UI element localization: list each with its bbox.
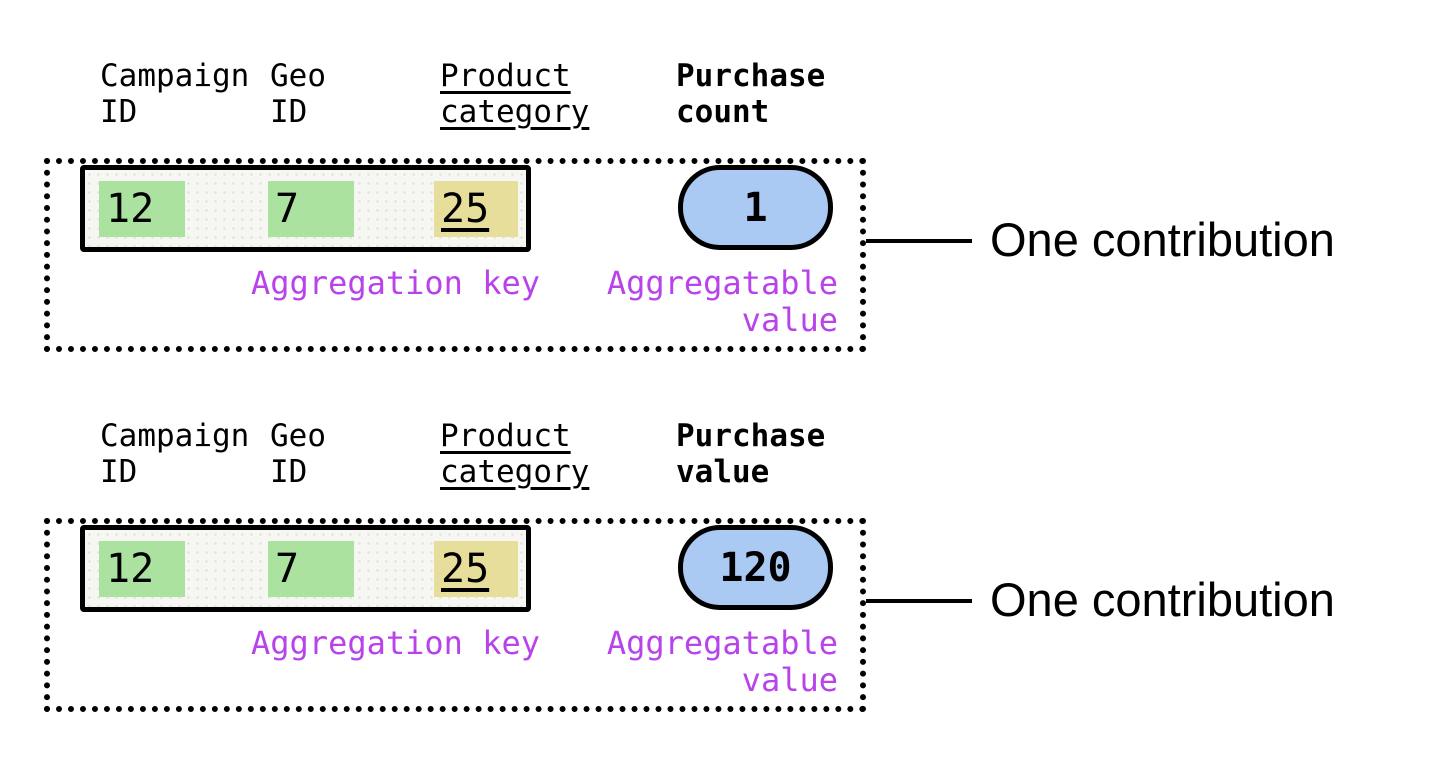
header-line-1: Geo bbox=[270, 58, 326, 94]
campaign-id-cell: 12 bbox=[99, 541, 185, 597]
column-header-geo-id: Geo ID bbox=[270, 418, 326, 490]
header-line-2: ID bbox=[270, 454, 308, 490]
column-header-product-category: Product category bbox=[440, 58, 589, 130]
aggregation-key-label: Aggregation key bbox=[251, 624, 540, 662]
aggregatable-value-pill: 120 bbox=[678, 525, 833, 610]
contribution-boundary bbox=[44, 518, 866, 712]
product-category-value: 25 bbox=[441, 546, 490, 592]
header-line-2: value bbox=[676, 454, 770, 490]
product-category-cell: 25 bbox=[434, 541, 518, 597]
campaign-id-cell: 12 bbox=[99, 181, 185, 237]
header-line-1: Campaign bbox=[100, 58, 250, 94]
record-row: 12 7 25 bbox=[80, 525, 531, 612]
header-line-2: count bbox=[676, 94, 770, 130]
record-row: 12 7 25 bbox=[80, 165, 531, 252]
contribution-boundary bbox=[44, 158, 866, 352]
product-category-value: 25 bbox=[441, 186, 490, 232]
header-line-2: ID bbox=[100, 94, 138, 130]
header-line-1: Geo bbox=[270, 418, 326, 454]
header-line-1: Product bbox=[440, 58, 571, 94]
header-line-2: category bbox=[440, 94, 590, 130]
aggregatable-value: 120 bbox=[719, 544, 792, 591]
one-contribution-annotation: One contribution bbox=[990, 573, 1335, 626]
column-header-campaign-id: Campaign ID bbox=[100, 418, 249, 490]
aggregatable-value: 1 bbox=[743, 184, 768, 231]
column-header-purchase-value: Purchase value bbox=[676, 418, 825, 490]
aggregatable-value-label-line-2: value bbox=[741, 301, 838, 339]
geo-id-value: 7 bbox=[275, 546, 300, 592]
column-header-campaign-id: Campaign ID bbox=[100, 58, 249, 130]
aggregatable-value-label-line-1: Aggregatable bbox=[606, 264, 838, 302]
product-category-cell: 25 bbox=[434, 181, 518, 237]
header-line-2: ID bbox=[270, 94, 308, 130]
one-contribution-annotation: One contribution bbox=[990, 213, 1335, 266]
header-line-2: ID bbox=[100, 454, 138, 490]
header-line-1: Purchase bbox=[676, 58, 826, 94]
header-line-2: category bbox=[440, 454, 590, 490]
header-line-1: Purchase bbox=[676, 418, 826, 454]
aggregatable-value-label: Aggregatable value bbox=[558, 265, 838, 339]
campaign-id-value: 12 bbox=[106, 186, 155, 232]
geo-id-cell: 7 bbox=[268, 181, 354, 237]
column-header-purchase-count: Purchase count bbox=[676, 58, 825, 130]
geo-id-cell: 7 bbox=[268, 541, 354, 597]
aggregatable-value-pill: 1 bbox=[678, 165, 833, 250]
header-line-1: Product bbox=[440, 418, 571, 454]
column-header-product-category: Product category bbox=[440, 418, 589, 490]
aggregatable-value-label-line-1: Aggregatable bbox=[606, 624, 838, 662]
column-header-geo-id: Geo ID bbox=[270, 58, 326, 130]
aggregatable-value-label-line-2: value bbox=[741, 661, 838, 699]
aggregatable-value-label: Aggregatable value bbox=[558, 625, 838, 699]
geo-id-value: 7 bbox=[275, 186, 300, 232]
connector-line bbox=[866, 599, 972, 603]
header-line-1: Campaign bbox=[100, 418, 250, 454]
aggregation-key-label: Aggregation key bbox=[251, 264, 540, 302]
campaign-id-value: 12 bbox=[106, 546, 155, 592]
connector-line bbox=[866, 239, 972, 243]
contribution-example-purchase-count: Campaign ID Geo ID Product category Purc… bbox=[44, 58, 1335, 352]
contribution-example-purchase-value: Campaign ID Geo ID Product category Purc… bbox=[0, 360, 1442, 740]
